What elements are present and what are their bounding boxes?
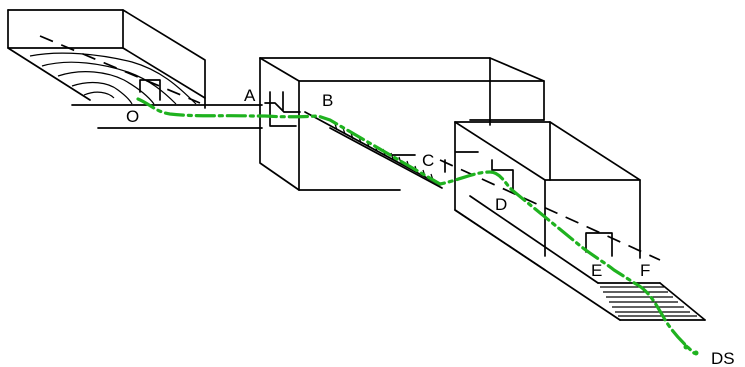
inlet-basin [7,9,206,109]
label-d: D [495,195,507,214]
lower-chamber [439,121,706,321]
flow-dot [693,350,699,356]
flow-path [136,97,699,356]
flow-line [136,97,696,355]
point-labels: O A B C D E F DS [126,86,735,367]
label-f: F [640,261,650,280]
label-c: C [422,151,434,170]
label-ds: DS [711,349,735,367]
label-o: O [126,107,139,126]
upper-channel [71,104,263,129]
label-b: B [322,91,333,110]
label-e: E [591,261,602,280]
flow-dot [683,344,689,350]
middle-chamber [259,57,545,191]
label-a: A [244,86,256,105]
